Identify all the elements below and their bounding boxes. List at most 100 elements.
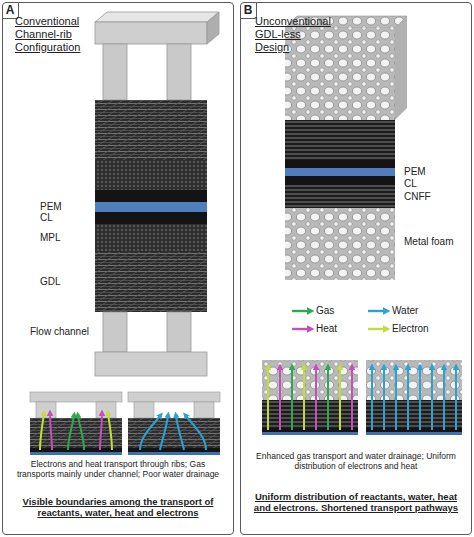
water-arrow [371, 368, 373, 430]
heat-arrow [100, 414, 102, 450]
water-arrow [419, 368, 421, 430]
gdl-less-stack [285, 16, 407, 280]
legend-item: Electron [392, 323, 429, 335]
cl-layer [262, 428, 358, 432]
gdl-layer [95, 252, 207, 312]
rib [194, 402, 214, 418]
layer-label: GDL [40, 276, 61, 288]
water-arrow [383, 368, 385, 430]
plate [30, 392, 122, 402]
panel-conclusion: Visible boundaries among the transport o… [9, 496, 227, 518]
water-arrow [407, 368, 409, 430]
cl-layer [366, 428, 462, 432]
legend-samples [292, 311, 385, 329]
electron-arrow [40, 414, 44, 450]
cnff-layer [285, 120, 395, 160]
rib [167, 44, 191, 100]
metal-foam [262, 360, 358, 400]
water-arrow [431, 368, 433, 430]
bipolar-plate [95, 352, 207, 376]
panel-letter: B [240, 2, 257, 19]
legend-item: Heat [316, 323, 337, 335]
gas-arrow [291, 368, 293, 430]
mpl-layer [95, 160, 207, 190]
plate [128, 392, 220, 402]
water-arrow [160, 416, 168, 450]
water-arrow [368, 310, 385, 312]
plate-side-face [207, 12, 219, 44]
metal-foam [366, 360, 462, 400]
gas-arrow [292, 310, 309, 312]
legend-item: Water [392, 305, 418, 317]
heat-arrow [292, 328, 309, 330]
layer-label: CNFF [404, 191, 431, 203]
electron-arrow [339, 368, 341, 430]
foam-side-face [395, 16, 407, 120]
water-arrow [176, 416, 184, 450]
layer-label: CL [404, 178, 417, 190]
cnff-layer [262, 400, 358, 428]
panel-title: Unconventional GDL-less Design [255, 15, 335, 54]
pem-layer [366, 432, 462, 435]
mpl-layer [95, 224, 207, 252]
heat-arrow [315, 368, 317, 430]
pem-layer [262, 432, 358, 435]
rib [96, 402, 116, 418]
cnff-layer [285, 185, 395, 208]
layer-label: PEM [404, 166, 426, 178]
panel: AConventional Channel-rib ConfigurationE… [2, 2, 234, 535]
cnff-layer [366, 400, 462, 428]
panel: BUnconventional GDL-less DesignEnhanced … [240, 2, 472, 535]
layer-label: CL [40, 212, 53, 224]
rib [36, 402, 56, 418]
legend-item: Gas [316, 305, 334, 317]
layer-label: Flow channel [30, 326, 89, 338]
layer-label: PEM [40, 201, 62, 213]
electron-arrow [368, 328, 385, 330]
panel-caption: Enhanced gas transport and water drainag… [253, 451, 459, 471]
legend-text: Electron [392, 323, 429, 334]
pem-layer [95, 202, 207, 212]
legend-text: Water [392, 305, 418, 316]
channel-rib-transport-view [30, 392, 220, 455]
panel-title: Conventional Channel-rib Configuration [15, 15, 95, 54]
pem-layer [285, 168, 395, 176]
water-arrow [140, 416, 160, 450]
rib [167, 312, 191, 352]
metal-foam [285, 208, 395, 280]
cl-layer [285, 176, 395, 185]
heat-arrow [351, 368, 353, 430]
legend-text: Gas [316, 305, 334, 316]
pem-layer [30, 452, 122, 455]
water-arrow [443, 368, 445, 430]
gas-arrow [68, 416, 74, 450]
plate-top-face [95, 12, 219, 22]
heat-arrow [50, 414, 52, 450]
pem-layer [128, 452, 220, 455]
layer-label: Metal foam [404, 236, 453, 248]
panel-caption: Electrons and heat transport through rib… [15, 459, 221, 479]
electron-arrow [108, 414, 112, 450]
gdl-layer [95, 100, 207, 160]
gdl-layer [30, 418, 122, 448]
legend-text: Heat [316, 323, 337, 334]
rib [134, 402, 154, 418]
water-arrow [455, 368, 457, 430]
layer-label: MPL [40, 232, 61, 244]
cl-layer [95, 190, 207, 202]
water-arrow [186, 416, 206, 450]
rib [103, 44, 127, 100]
cl-layer [285, 160, 395, 168]
gas-arrow [78, 416, 84, 450]
foam-transport-view [262, 360, 462, 435]
electron-arrow [303, 368, 305, 430]
bipolar-plate [95, 22, 207, 44]
heat-arrow [279, 368, 281, 430]
metal-foam [285, 28, 395, 120]
electron-arrow [267, 368, 269, 430]
water-arrow [395, 368, 397, 430]
cl-layer [30, 448, 122, 452]
gas-arrow [327, 368, 329, 430]
rib [103, 312, 127, 352]
